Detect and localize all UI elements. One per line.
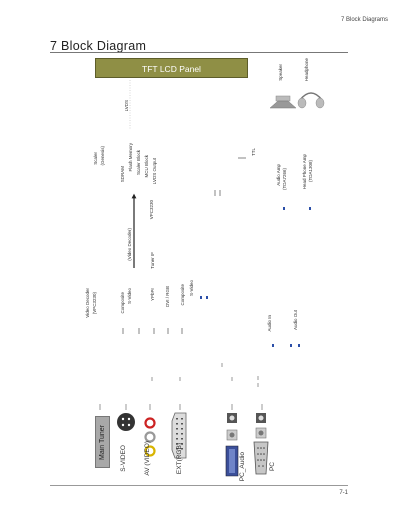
- processor-label-4: MCU Block: [144, 155, 149, 178]
- processor-label-5: LVDS Output: [152, 158, 157, 185]
- hp-amp-chip: (TDA1308): [308, 160, 313, 183]
- headphone-label: Headphone: [304, 58, 309, 82]
- headphone-icon: [297, 92, 325, 109]
- pc-audio-label: PC_Audio: [239, 452, 246, 482]
- status-dots: [200, 207, 311, 347]
- processor-label-1: SDRAM: [120, 166, 125, 183]
- dvi-connector: [225, 445, 239, 477]
- input-ticks: [99, 363, 263, 410]
- video-decoder-chip: (VPC3230): [92, 292, 97, 315]
- speaker-icon: [269, 95, 297, 109]
- tuner-if-label: Tuner IF: [150, 252, 155, 269]
- footer-divider: [50, 485, 348, 486]
- av-rca-connectors: [144, 417, 156, 457]
- video-label-2: (Video Decoder): [127, 228, 132, 261]
- video-decoder-label: Video Decoder: [85, 288, 90, 318]
- channel-label-6: S-Video: [189, 280, 194, 296]
- scaler-label: Scaler: [93, 152, 98, 165]
- page-number: 7-1: [339, 490, 348, 496]
- processor-label-3: Scaler Block: [136, 150, 141, 176]
- svideo-connector: [117, 413, 135, 431]
- tft-lcd-panel-block: TFT LCD Panel: [95, 58, 248, 78]
- channel-label-2: S-Video: [127, 288, 132, 304]
- ttl-label: TTL: [251, 148, 256, 157]
- main-tuner-label: Main Tuner: [99, 424, 106, 460]
- channel-label-3: YPbPr: [150, 288, 155, 302]
- pc-jacks: [255, 413, 267, 439]
- channel-label-4: DVI / RGB: [165, 286, 170, 308]
- av-label: AV (VIDEO): [144, 441, 151, 476]
- scaler-sub-label: (Genesis): [100, 146, 105, 166]
- audio-out-label: Audio Out: [293, 310, 298, 331]
- main-tuner-block: [95, 416, 110, 468]
- vga-connector: [253, 441, 269, 475]
- channel-label-5: Composite: [180, 284, 185, 306]
- signal-arrows: [122, 157, 246, 334]
- scart-connector: [171, 412, 187, 459]
- page-title: 7 Block Diagram: [50, 39, 147, 53]
- lvds-label: LVDS: [124, 100, 129, 112]
- section-header: 7 Block Diagrams: [340, 17, 388, 23]
- audio-amp-chip: (TDA7266): [282, 168, 287, 191]
- channel-label-1: Composite: [120, 292, 125, 314]
- svideo-label: S-VIDEO: [120, 445, 127, 472]
- title-divider: [50, 52, 348, 53]
- video-label-1: VPC3230: [149, 200, 154, 220]
- audio-in-label: Audio In: [267, 315, 272, 332]
- ext-rgb-label: EXT(RGB): [176, 443, 183, 475]
- processor-label-2: Flash Memory: [128, 143, 133, 172]
- audio-amp-label: Audio Amp: [276, 164, 281, 186]
- speaker-label: Speaker: [278, 64, 283, 81]
- pc-label: PC: [269, 462, 276, 472]
- pc-audio-jacks: [226, 413, 238, 441]
- hp-amp-label: Head Phone Amp: [302, 154, 307, 190]
